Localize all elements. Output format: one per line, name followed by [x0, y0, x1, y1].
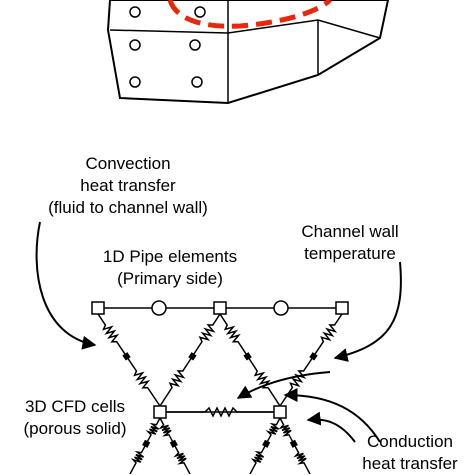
hole — [191, 76, 203, 88]
resistor-block — [169, 439, 178, 448]
resistor-block — [188, 352, 197, 361]
highlight-dashed-ellipse — [167, 0, 332, 29]
hole — [129, 76, 141, 88]
pipe-node-square — [335, 301, 349, 315]
pipe-node-circle — [273, 300, 289, 316]
pipe-nodes — [91, 300, 349, 316]
resistor — [279, 313, 343, 407]
resistor-block — [309, 352, 318, 361]
pipe-node-circle — [151, 300, 167, 316]
hole — [129, 39, 141, 51]
pipe-elements-label: 1D Pipe elements (Primary side) — [102, 247, 238, 288]
convection-arrow — [35, 221, 97, 350]
block-outline — [106, 0, 390, 105]
thermal-resistors — [97, 313, 343, 474]
pipe-node-square — [91, 301, 105, 315]
resistor — [166, 406, 274, 418]
resistor-block — [289, 439, 298, 448]
convection-label: Convection heat transfer (fluid to chann… — [48, 154, 208, 217]
hole — [129, 6, 141, 18]
pipe-node-square — [213, 301, 227, 315]
resistor-block — [122, 352, 131, 361]
resistor — [159, 313, 221, 407]
cfd-node-square — [273, 405, 287, 419]
cfd-node-square — [153, 405, 167, 419]
block-edge — [109, 19, 381, 39]
conduction-arrow — [306, 411, 356, 443]
channel-wall-label: Channel wall temperature — [301, 222, 399, 263]
conduction-label: Conduction heat transfer — [362, 432, 458, 473]
block-holes — [129, 6, 206, 88]
conduction-arrow — [283, 388, 381, 443]
wall-temperature-arrow — [333, 261, 402, 362]
resistor-block — [262, 439, 271, 448]
cfd-cells-label: 3D CFD cells (porous solid) — [23, 397, 127, 438]
cfd-block-3d — [106, 0, 390, 105]
hole — [194, 6, 206, 18]
hole — [189, 39, 201, 51]
resistor-block — [243, 352, 252, 361]
cfd-nodes — [153, 405, 287, 419]
resistor-block — [142, 439, 151, 448]
conduction-arrow — [236, 371, 331, 399]
resistor — [97, 313, 161, 407]
